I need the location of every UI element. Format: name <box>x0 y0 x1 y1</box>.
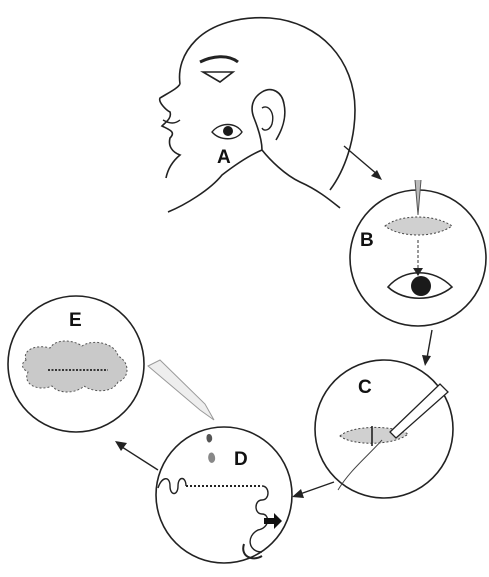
step-label-b: B <box>360 230 374 251</box>
drop-1 <box>206 434 212 443</box>
drop-2 <box>208 453 215 463</box>
arrow-a-to-b <box>344 146 382 180</box>
step-label-e: E <box>69 310 82 331</box>
step-label-d: D <box>234 449 248 470</box>
eye-small <box>212 125 242 139</box>
step-label-c: C <box>358 377 372 398</box>
circle-e: E <box>8 296 144 432</box>
arrow-c-to-d <box>292 482 334 498</box>
needle-b <box>415 180 421 215</box>
pupil-small <box>223 126 233 136</box>
circle-d: D <box>148 360 292 563</box>
head-profile <box>160 18 355 212</box>
suture-wave-d <box>158 479 186 494</box>
arrow-d-to-e <box>115 441 158 470</box>
dropper-d <box>148 360 214 420</box>
direction-arrow-d <box>264 513 282 529</box>
healed-tissue-e <box>23 341 128 392</box>
scalpel-c <box>390 384 448 438</box>
circle-c: C <box>315 360 453 498</box>
tissue-graft-b <box>385 217 452 235</box>
step-label-a: A <box>217 147 231 168</box>
arrow-b-to-c <box>422 330 432 366</box>
thread-c <box>338 440 382 490</box>
circle-b: B <box>350 180 486 326</box>
pupil-large <box>411 276 431 296</box>
